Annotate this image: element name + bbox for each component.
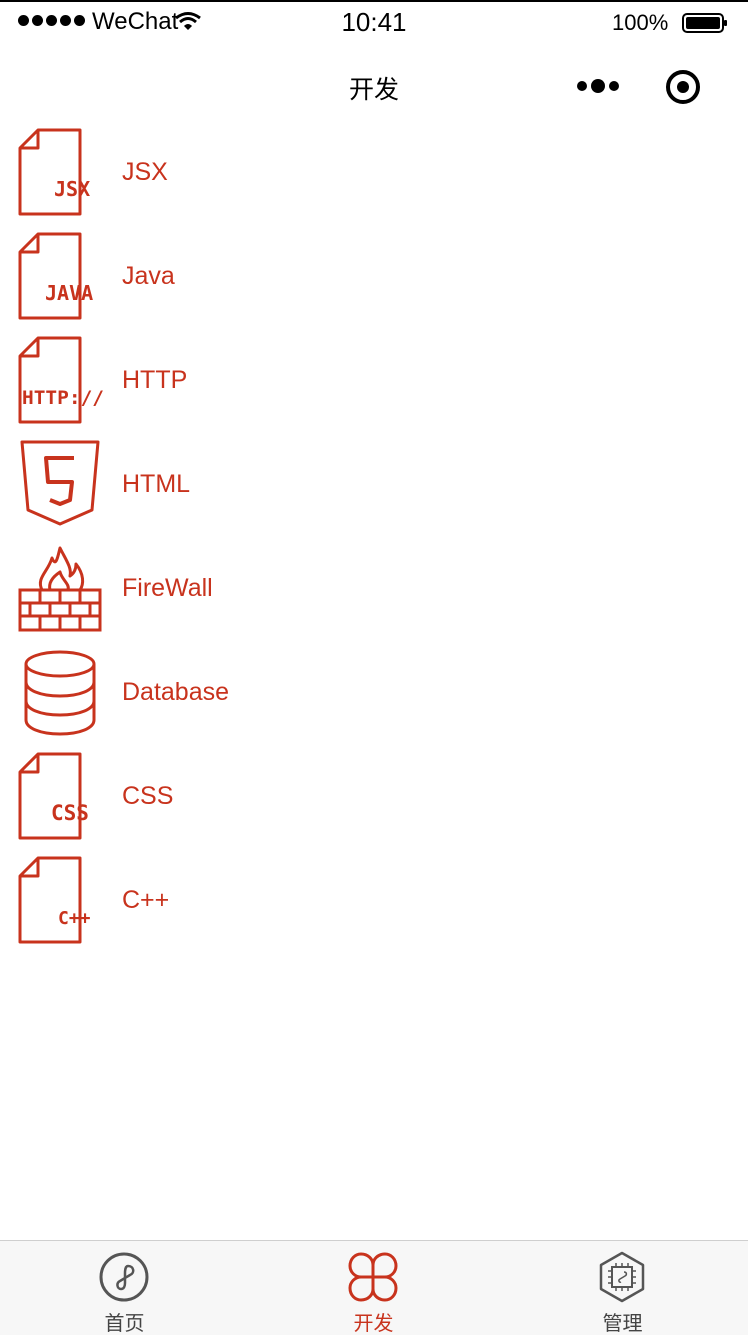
- html5-icon: [20, 440, 100, 526]
- tab-manage[interactable]: 管理: [498, 1241, 747, 1335]
- battery-percent: 100%: [612, 10, 669, 35]
- tab-label: 首页: [104, 1311, 145, 1335]
- jsx-file-icon: JSX: [18, 128, 90, 216]
- jsx-icon-text: JSX: [54, 177, 90, 201]
- css-icon-text: CSS: [51, 801, 89, 825]
- list-item-label: HTML: [122, 470, 191, 498]
- tab-label: 管理: [602, 1311, 643, 1335]
- top-border: [0, 0, 748, 2]
- list-item-http[interactable]: HTTP:// HTTP: [0, 332, 748, 436]
- http-icon-text: HTTP://: [22, 387, 104, 409]
- list-item-cpp[interactable]: C++ C++: [0, 852, 748, 956]
- tab-label: 开发: [353, 1311, 394, 1335]
- chip-icon: [599, 1251, 645, 1303]
- list-item-label: Database: [122, 678, 230, 706]
- list-item-html[interactable]: HTML: [0, 436, 748, 540]
- miniprogram-icon: [99, 1252, 149, 1302]
- carrier-name: WeChat: [92, 8, 179, 35]
- list-item-label: C++: [122, 886, 170, 914]
- status-time: 10:41: [341, 7, 407, 37]
- list-item-firewall[interactable]: FireWall: [0, 540, 748, 644]
- list-item-label: CSS: [122, 782, 174, 810]
- tab-bar: 首页 开发 管理: [0, 1240, 748, 1335]
- css-file-icon: CSS: [18, 752, 89, 840]
- grid-icon: [348, 1252, 398, 1302]
- more-menu-button[interactable]: [575, 74, 623, 98]
- java-file-icon: JAVA: [18, 232, 93, 320]
- cpp-icon-text: C++: [58, 908, 91, 929]
- http-file-icon: HTTP://: [18, 336, 104, 424]
- list-item-label: FireWall: [122, 574, 213, 602]
- list-item-jsx[interactable]: JSX JSX: [0, 124, 748, 228]
- battery-icon: [682, 13, 727, 33]
- page-title: 开发: [348, 75, 399, 104]
- close-miniprogram-button[interactable]: [664, 68, 702, 106]
- firewall-icon: [18, 546, 102, 632]
- list-item-label: HTTP: [122, 366, 188, 394]
- list-item-label: JSX: [122, 158, 168, 186]
- tab-home[interactable]: 首页: [0, 1241, 249, 1335]
- status-bar: WeChat 10:41 100%: [0, 0, 748, 44]
- list-item-label: Java: [122, 262, 175, 290]
- java-icon-text: JAVA: [45, 281, 93, 305]
- signal-strength-icon: [18, 15, 85, 26]
- cpp-file-icon: C++: [18, 856, 91, 944]
- list-item-database[interactable]: Database: [0, 644, 748, 748]
- navigation-bar: 开发: [0, 44, 748, 126]
- wifi-icon: [175, 12, 201, 30]
- tab-develop[interactable]: 开发: [249, 1241, 498, 1335]
- database-icon: [24, 650, 96, 736]
- list-item-css[interactable]: CSS CSS: [0, 748, 748, 852]
- list-item-java[interactable]: JAVA Java: [0, 228, 748, 332]
